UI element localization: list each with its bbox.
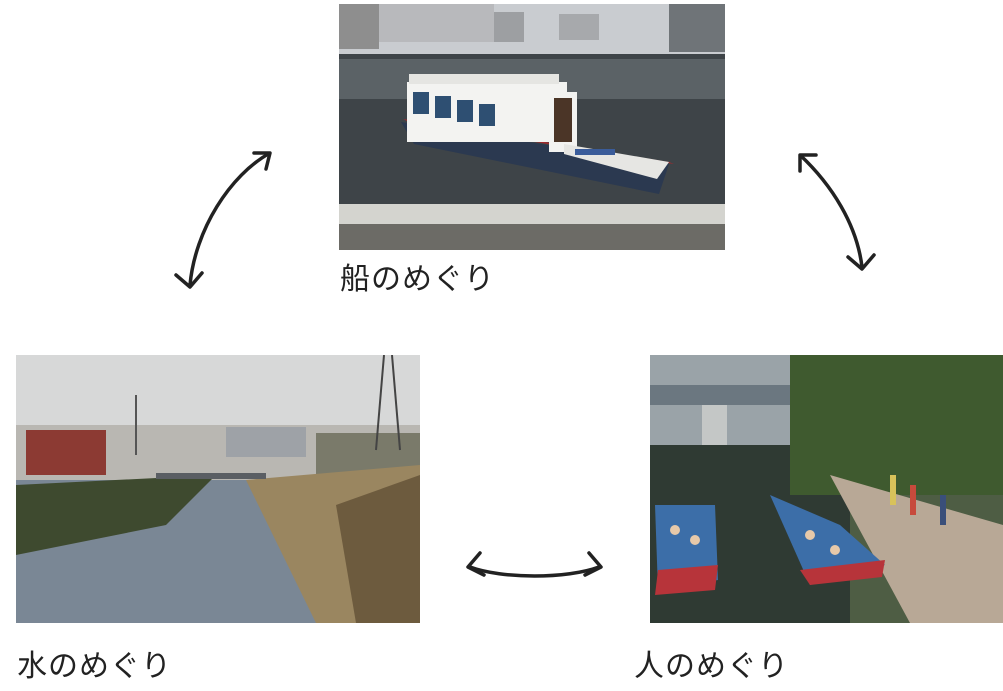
people-photo bbox=[650, 355, 1003, 623]
water-photo bbox=[16, 355, 420, 623]
water-people-arrow bbox=[466, 551, 603, 578]
boat-people-arrow bbox=[798, 153, 876, 271]
water-caption: 水のめぐり bbox=[17, 649, 172, 684]
boat-photo bbox=[339, 4, 725, 250]
people-caption: 人のめぐり bbox=[634, 649, 789, 684]
boat-caption: 船のめぐり bbox=[340, 262, 495, 297]
boat-water-arrow bbox=[174, 151, 272, 289]
